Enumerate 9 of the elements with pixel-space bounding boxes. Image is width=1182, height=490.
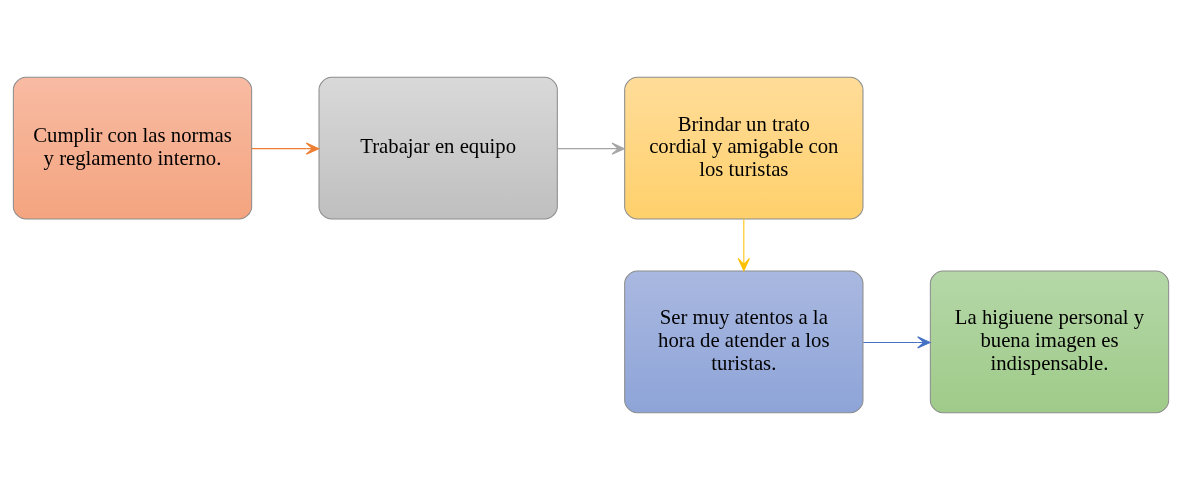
arrow xyxy=(557,142,625,155)
arrow xyxy=(737,218,750,272)
node-box: La higiuene personal y buena imagen es indispensable. xyxy=(929,270,1170,414)
node-box: Ser muy atentos a la hora de atender a los turistas. xyxy=(624,270,864,414)
arrow xyxy=(862,336,931,349)
node-box: Trabajar en equipo xyxy=(318,76,558,220)
node-box: Cumplir con las normas y reglamento interno. xyxy=(12,76,253,220)
node-box: Brindar un trato cordial y amigable con los turistas xyxy=(624,76,864,220)
arrow xyxy=(251,142,320,155)
